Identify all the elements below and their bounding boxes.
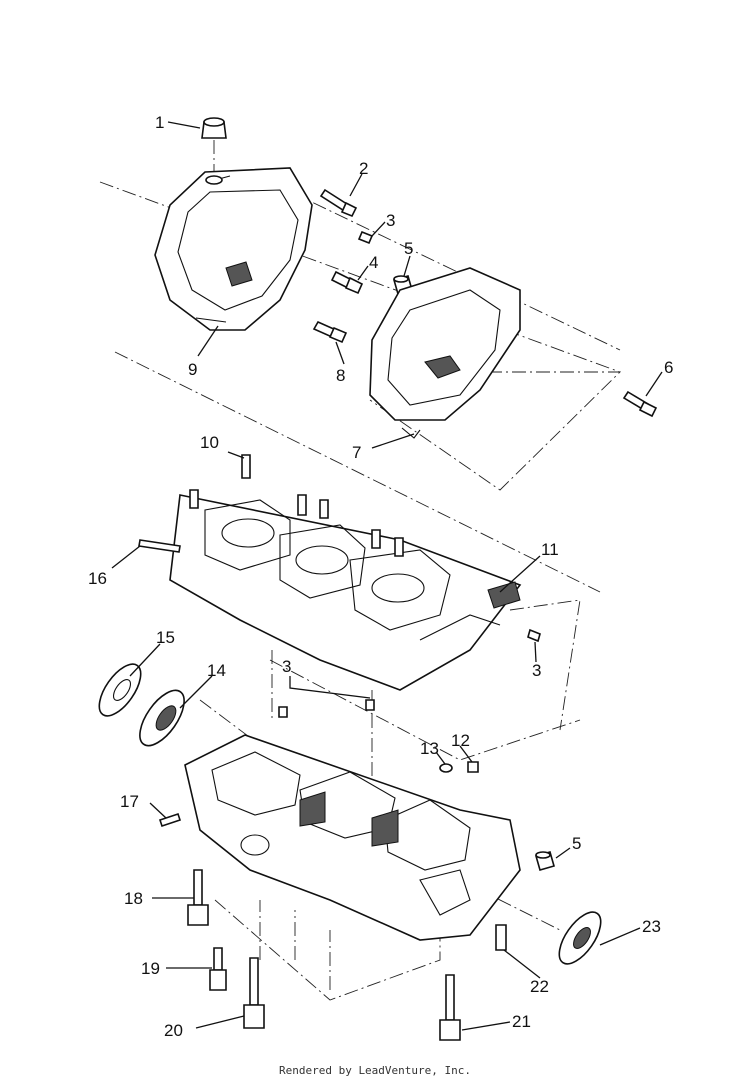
pin-part-3 bbox=[357, 230, 374, 245]
seal-part-23 bbox=[558, 911, 602, 965]
callout-7: 7 bbox=[352, 443, 361, 462]
callout-1: 1 bbox=[155, 113, 164, 132]
callout-3-top: 3 bbox=[386, 211, 395, 230]
pin-part-3-right bbox=[527, 628, 541, 643]
callout-11: 11 bbox=[541, 540, 559, 559]
callout-15: 15 bbox=[156, 628, 175, 647]
seal-part-14 bbox=[139, 689, 185, 747]
callout-3-center: 3 bbox=[282, 657, 291, 676]
part-1-plug bbox=[201, 117, 227, 139]
washer-part-15 bbox=[98, 663, 142, 717]
callout-4: 4 bbox=[369, 253, 378, 272]
screw-part-4 bbox=[330, 270, 364, 295]
leader-lines bbox=[111, 121, 663, 1031]
callout-19: 19 bbox=[141, 959, 160, 978]
washer-part-13 bbox=[439, 763, 453, 773]
callout-6: 6 bbox=[664, 358, 673, 377]
callout-12: 12 bbox=[451, 731, 470, 750]
callout-17: 17 bbox=[120, 792, 139, 811]
callout-22: 22 bbox=[530, 977, 549, 996]
bolt-part-6 bbox=[622, 390, 658, 418]
bolt-part-21 bbox=[439, 974, 461, 1041]
pin-part-17 bbox=[158, 812, 182, 828]
callout-23: 23 bbox=[642, 917, 661, 936]
bolt-part-18 bbox=[187, 869, 209, 926]
bolt-part-19 bbox=[209, 947, 227, 991]
callout-8: 8 bbox=[336, 366, 345, 385]
callout-14: 14 bbox=[207, 661, 226, 680]
callout-2: 2 bbox=[359, 159, 368, 178]
rendered-by-credit: Rendered by LeadVenture, Inc. bbox=[278, 1064, 472, 1077]
callout-20: 20 bbox=[164, 1021, 183, 1040]
stud-part-22 bbox=[495, 924, 507, 951]
callout-9: 9 bbox=[188, 360, 197, 379]
nut-part-5-bottom bbox=[535, 851, 555, 871]
screw-part-12 bbox=[467, 761, 479, 773]
callout-3-mid-right: 3 bbox=[532, 661, 541, 680]
lower-crankcase bbox=[184, 734, 521, 941]
nut-part-5-top bbox=[393, 275, 413, 295]
callout-10: 10 bbox=[200, 433, 219, 452]
callout-5-top: 5 bbox=[404, 239, 413, 258]
callout-18: 18 bbox=[124, 889, 143, 908]
callout-16: 16 bbox=[88, 569, 107, 588]
callout-21: 21 bbox=[512, 1012, 531, 1031]
callout-5-bottom: 5 bbox=[572, 834, 581, 853]
pins-part-3-center bbox=[278, 699, 375, 718]
bolt-part-20 bbox=[243, 957, 265, 1029]
part-9-magneto-housing bbox=[154, 167, 313, 331]
stud-part-16 bbox=[138, 539, 181, 553]
part-11-upper-crankcase bbox=[169, 494, 522, 691]
callout-labels: 1 2 3 4 5 6 7 8 9 10 11 16 3 3 15 14 13 … bbox=[88, 113, 673, 1040]
screw-part-8 bbox=[312, 320, 348, 344]
screw-part-2 bbox=[319, 188, 358, 218]
part-7-flywheel-cover bbox=[369, 267, 521, 439]
studs-part-10 bbox=[189, 454, 404, 557]
callout-13: 13 bbox=[420, 739, 439, 758]
